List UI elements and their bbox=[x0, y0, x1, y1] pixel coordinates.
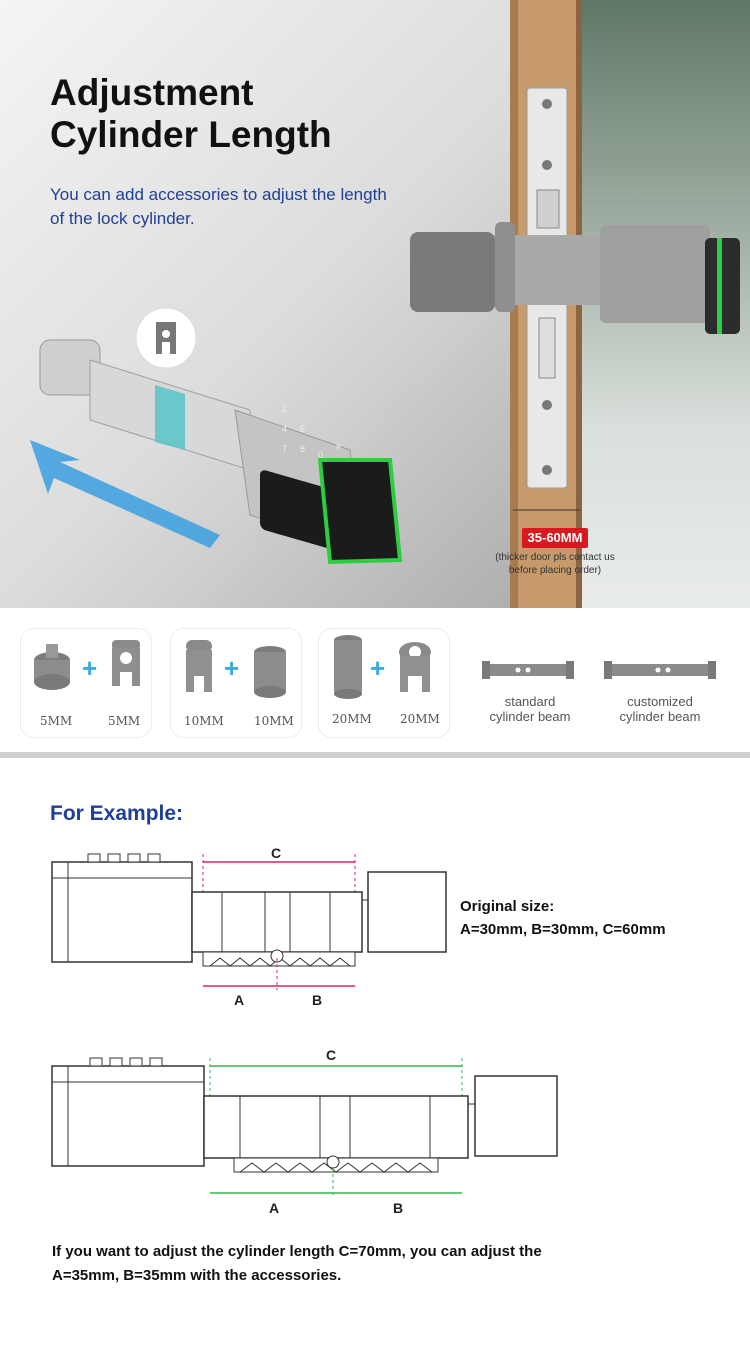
page-title: Adjustment Cylinder Length bbox=[50, 72, 332, 155]
accessories-strip: + 5MM 5MM + 10MM 10MM + 20MM 20MM bbox=[0, 608, 750, 758]
accessory-size-label: 5MM bbox=[40, 714, 73, 728]
standard-cylinder-beam-icon bbox=[482, 661, 574, 679]
dimension-label-b: B bbox=[312, 992, 323, 1008]
plus-icon: + bbox=[224, 653, 240, 683]
spacer-clip-20mm-icon bbox=[399, 642, 431, 692]
cylinder-diagram-adjusted bbox=[51, 1057, 558, 1197]
screw-icon bbox=[542, 99, 552, 109]
fingerprint-panel bbox=[317, 458, 403, 565]
adjust-arrow-icon bbox=[30, 440, 220, 548]
key-label: 7 bbox=[282, 444, 287, 454]
customized-beam-label: customized cylinder beam bbox=[619, 694, 701, 724]
key-label: # bbox=[336, 442, 341, 452]
dimension-label-c: C bbox=[271, 845, 282, 861]
dimension-label-c: C bbox=[326, 1047, 337, 1063]
smart-cylinder-lock: 2 4 5 7 8 0 # bbox=[30, 307, 403, 565]
accessory-size-label: 5MM bbox=[108, 714, 141, 728]
adjustment-instruction: If you want to adjust the cylinder lengt… bbox=[52, 1243, 542, 1284]
cylinder-diagram-original bbox=[51, 853, 447, 990]
plus-icon: + bbox=[82, 653, 98, 683]
screw-icon bbox=[542, 400, 552, 410]
spacer-accessory bbox=[155, 385, 185, 450]
key-label: 0 bbox=[318, 450, 323, 460]
accessory-card-20mm bbox=[318, 628, 450, 738]
example-heading: For Example: bbox=[50, 802, 184, 825]
key-label: 4 bbox=[282, 424, 287, 434]
spacer-ring-20mm-icon bbox=[334, 635, 362, 699]
spacer-clip-5mm-icon bbox=[112, 640, 140, 686]
spacer-clip-10mm-icon bbox=[186, 640, 212, 692]
spacer-ring-10mm-icon bbox=[254, 646, 286, 698]
accessory-card-10mm bbox=[170, 628, 302, 738]
screw-icon bbox=[542, 160, 552, 170]
key-label: 5 bbox=[300, 424, 305, 434]
key-label: 8 bbox=[300, 444, 305, 454]
led-ring bbox=[717, 238, 722, 334]
customized-cylinder-beam-icon bbox=[604, 661, 716, 679]
outer-smart-knob bbox=[600, 225, 710, 323]
dimension-label-b: B bbox=[393, 1200, 404, 1216]
page-subtitle: You can add accessories to adjust the le… bbox=[50, 185, 387, 228]
door-illustration bbox=[410, 0, 740, 608]
cylinder-cutout bbox=[538, 317, 556, 379]
door-thickness-callout: 35-60MM (thicker door pls contact us bef… bbox=[470, 528, 640, 577]
thickness-note: (thicker door pls contact us before plac… bbox=[495, 552, 615, 576]
inner-thumb-knob bbox=[410, 232, 495, 312]
dimension-label-a: A bbox=[269, 1200, 280, 1216]
accessory-size-label: 20MM bbox=[400, 712, 440, 726]
screw-icon bbox=[542, 465, 552, 475]
accessory-card-5mm bbox=[20, 628, 152, 738]
key-label: 2 bbox=[282, 404, 287, 414]
dimension-label-a: A bbox=[234, 992, 245, 1008]
plus-icon: + bbox=[370, 653, 386, 683]
accessory-size-label: 20MM bbox=[332, 712, 372, 726]
spacer-ring-5mm-icon bbox=[34, 644, 70, 690]
accessory-size-label: 10MM bbox=[254, 714, 294, 728]
hero-banner: 2 4 5 7 8 0 # Adjustment Cylinder Length… bbox=[0, 0, 750, 608]
original-size-text: Original size: A=30mm, B=30mm, C=60mm bbox=[460, 898, 666, 938]
accessory-size-label: 10MM bbox=[184, 714, 224, 728]
standard-beam-label: standard cylinder beam bbox=[489, 694, 571, 724]
thickness-badge: 35-60MM bbox=[521, 528, 589, 548]
latch-bolt bbox=[536, 189, 560, 229]
